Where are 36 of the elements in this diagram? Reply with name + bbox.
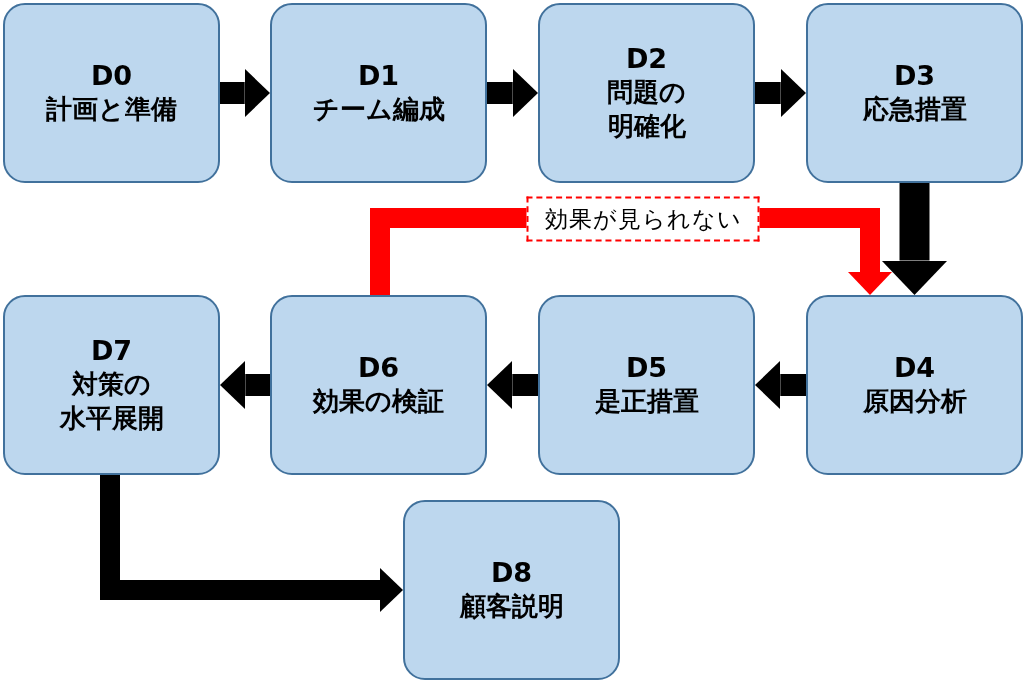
- step-title: 効果の検証: [313, 384, 444, 418]
- step-title: 顧客説明: [459, 589, 564, 623]
- step-title: 是正措置: [594, 384, 699, 418]
- arrow: [487, 360, 538, 410]
- step-code: D5: [625, 351, 668, 385]
- process-box: [3, 3, 220, 183]
- process-box: [3, 295, 220, 475]
- step-code: D6: [357, 351, 400, 385]
- step-code: D4: [893, 351, 936, 385]
- step-title: 計画と準備: [46, 92, 177, 126]
- process-box: [806, 3, 1023, 183]
- edge-label: 効果が見られない: [526, 196, 760, 242]
- arrow: [881, 183, 948, 295]
- step-code: D0: [90, 59, 133, 93]
- arrow: [487, 68, 538, 118]
- arrow: [220, 68, 270, 118]
- arrow: [100, 475, 403, 612]
- step-title: チーム編成: [312, 92, 445, 126]
- process-box: [403, 500, 620, 680]
- step-code: D1: [357, 59, 400, 93]
- arrow: [755, 68, 806, 118]
- step-title: 問題の明確化: [606, 76, 687, 143]
- step-code: D3: [893, 59, 936, 93]
- arrow: [220, 360, 270, 410]
- step-title: 応急措置: [862, 92, 967, 126]
- step-title: 原因分析: [862, 384, 967, 418]
- process-box: [538, 295, 755, 475]
- step-code: D7: [90, 334, 133, 369]
- process-box: [270, 295, 487, 475]
- process-box: [806, 295, 1023, 475]
- process-box: [270, 3, 487, 183]
- step-code: D8: [490, 556, 533, 590]
- step-title: 対策の水平展開: [58, 368, 165, 435]
- arrow: [755, 360, 806, 410]
- process-box: [538, 3, 755, 183]
- step-code: D2: [625, 42, 668, 77]
